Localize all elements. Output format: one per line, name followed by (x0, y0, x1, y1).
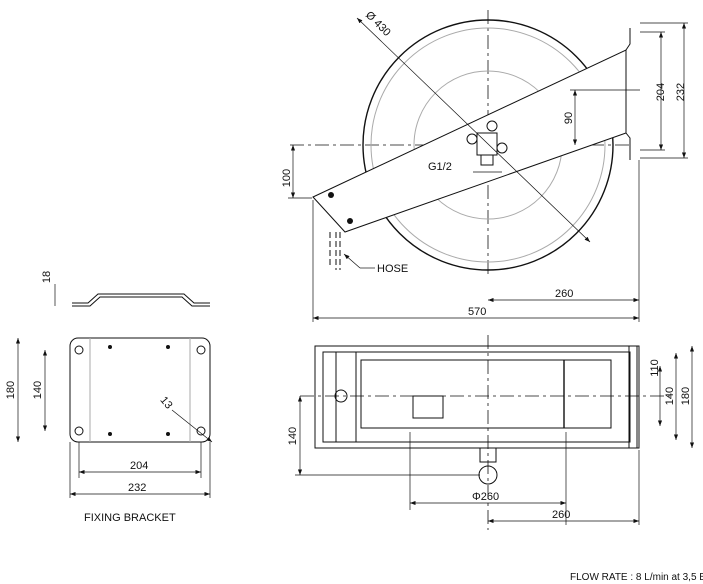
dim-140-bracket: 140 (32, 381, 44, 399)
dim-260-top: 260 (552, 509, 570, 521)
dim-180-top: 180 (680, 387, 692, 405)
flow-rate-note: FLOW RATE : 8 L/min at 3,5 BAR (570, 572, 703, 583)
top-view: 140 Φ260 260 110 140 180 (287, 335, 695, 530)
dim-204: 204 (655, 83, 667, 101)
dim-90: 90 (563, 112, 575, 124)
bracket-arm (312, 49, 627, 233)
dim-13: 13 (157, 394, 174, 411)
drum-diameter-260: Φ260 (472, 491, 499, 503)
dim-18: 18 (41, 271, 53, 283)
dim-110: 110 (649, 359, 661, 377)
dim-140-left: 140 (287, 427, 299, 445)
thread-g1-2-label: G1/2 (428, 161, 452, 173)
dim-232: 232 (675, 83, 687, 101)
fixing-bracket-title: FIXING BRACKET (84, 512, 176, 524)
dim-140-right: 140 (664, 387, 676, 405)
dim-180-bracket: 180 (5, 381, 17, 399)
dim-100: 100 (281, 169, 293, 187)
dim-232-bracket: 232 (128, 482, 146, 494)
dim-260: 260 (555, 288, 573, 300)
fixing-bracket: 18 180 140 13 204 232 FIXING BRACKET (5, 271, 213, 524)
dim-570: 570 (468, 306, 486, 318)
dim-204-bracket: 204 (130, 460, 148, 472)
hose-label: HOSE (377, 263, 408, 275)
side-view: Ø 430 G1/2 HOSE 100 90 204 232 260 570 (281, 9, 688, 322)
diameter-430-label: Ø 430 (363, 9, 393, 39)
